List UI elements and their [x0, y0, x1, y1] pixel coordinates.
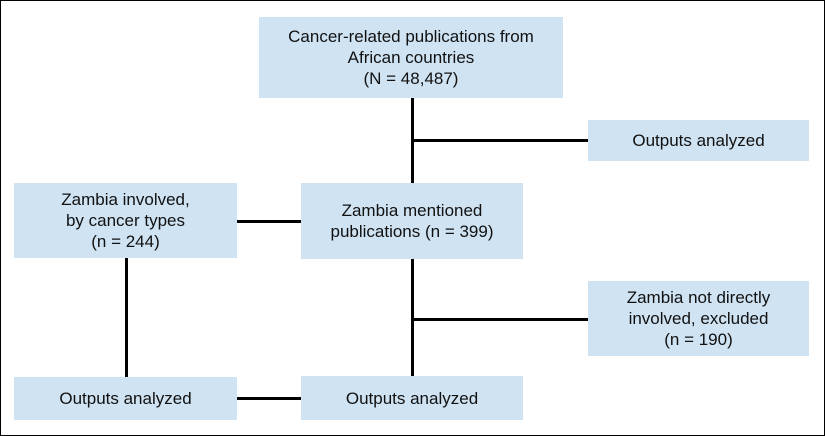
box-line: (n = 190) [664, 330, 733, 349]
box-line: Zambia not directly [626, 288, 771, 307]
box-line: Zambia mentioned [341, 201, 483, 220]
connector-to-outputs-top [411, 139, 588, 142]
box-outputs-analyzed-top: Outputs analyzed [588, 120, 809, 161]
box-line: Outputs analyzed [59, 389, 192, 408]
box-line: Outputs analyzed [632, 131, 765, 150]
connector-involved-to-outputs [125, 258, 128, 377]
box-line: by cancer types [65, 211, 186, 230]
box-line: (N = 48,487) [363, 69, 459, 88]
box-zambia-not-involved: Zambia not directly involved, excluded (… [588, 281, 809, 356]
box-zambia-involved: Zambia involved, by cancer types (n = 24… [14, 183, 237, 258]
box-line: African countries [347, 48, 475, 67]
connector-to-not-involved [411, 318, 588, 321]
box-line: Zambia involved, [61, 190, 190, 209]
connector-mentioned-to-outputs [411, 259, 414, 376]
connector-outputs-left-to-right [237, 397, 301, 400]
box-line: publications (n = 399) [330, 222, 494, 241]
box-outputs-analyzed-left: Outputs analyzed [14, 377, 237, 420]
box-line: involved, excluded [628, 309, 769, 328]
box-line: (n = 244) [91, 232, 160, 251]
box-line: Outputs analyzed [345, 388, 479, 408]
box-line: Cancer-related publications from [288, 27, 534, 46]
box-outputs-analyzed-right: Outputs analyzed [301, 376, 523, 420]
box-zambia-mentioned: Zambia mentioned publications (n = 399) [301, 183, 523, 259]
connector-involved-to-mentioned [237, 220, 301, 223]
box-cancer-publications: Cancer-related publications from African… [259, 17, 563, 98]
